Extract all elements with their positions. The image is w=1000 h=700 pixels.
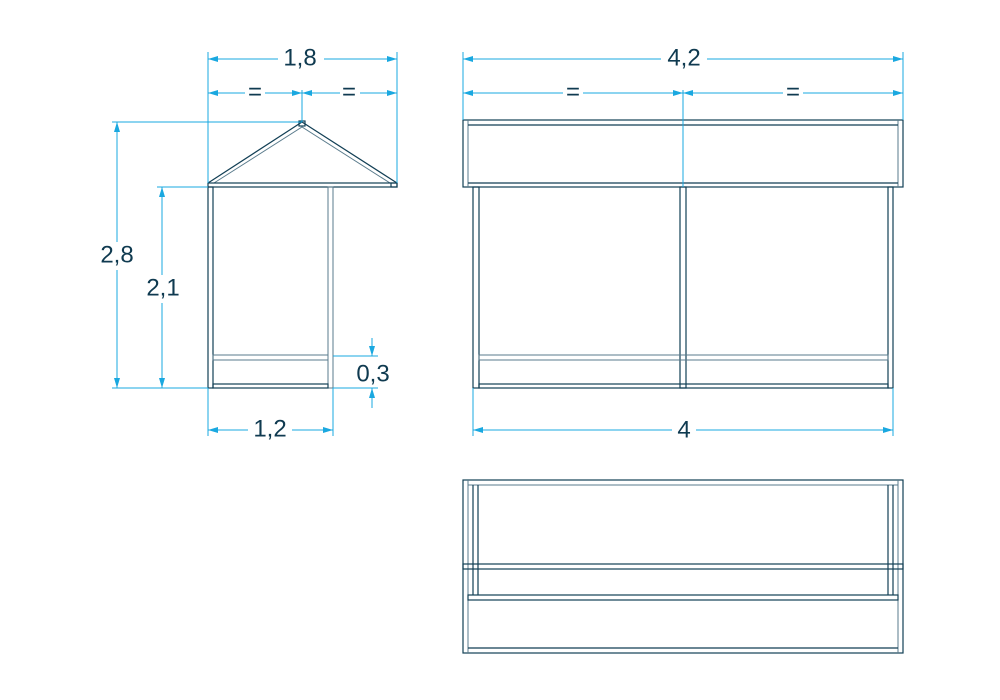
dim-half-left: = [248, 78, 262, 105]
dim-rail-height: 0,3 [356, 360, 389, 387]
dim-base-width: 1,2 [253, 415, 286, 442]
posts [472, 186, 894, 389]
front-view: 4,2 = = 4 [462, 44, 904, 443]
posts [207, 186, 334, 389]
dim-overall-width: 4,2 [667, 44, 700, 71]
rails [478, 354, 889, 389]
front-dimensions: 4,2 = = 4 [462, 44, 904, 443]
dim-half-right: = [786, 78, 800, 105]
roof [207, 120, 398, 188]
dim-half-left: = [566, 78, 580, 105]
plan-view [462, 479, 904, 654]
side-view: 1,8 = = 2,8 2,1 0,3 1,2 [94, 44, 398, 443]
rails [212, 354, 329, 389]
dim-overall-height: 2,8 [100, 241, 133, 268]
dim-eave-height: 2,1 [146, 274, 179, 301]
side-dimensions: 1,8 = = 2,8 2,1 0,3 1,2 [94, 44, 398, 443]
dim-overall-width: 1,8 [283, 44, 316, 71]
dim-base-width: 4 [677, 416, 690, 443]
dim-half-right: = [342, 78, 356, 105]
